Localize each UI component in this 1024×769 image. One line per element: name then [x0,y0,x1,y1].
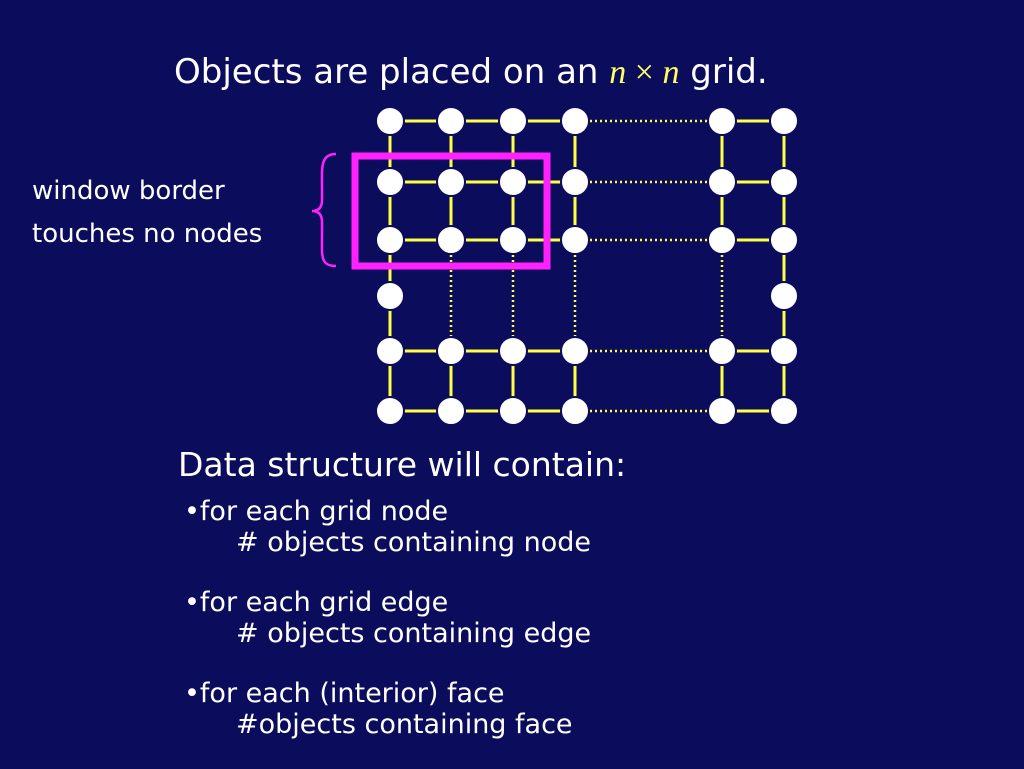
list-item-detail: #objects containing face [236,709,573,740]
grid-node [436,106,466,136]
grid-node [769,281,799,311]
list-item-detail: # objects containing edge [236,618,592,649]
grid-node [560,167,590,197]
title-prefix: Objects are placed on an [174,52,599,92]
grid-node [375,281,405,311]
grid-node [375,106,405,136]
math-n-2: n [662,54,680,91]
grid-node [707,225,737,255]
math-times: × [634,54,654,91]
grid-nodes [375,106,799,426]
slide-title: Objects are placed on an n × n grid. [174,52,768,94]
query-window [351,152,551,270]
grid-node [769,106,799,136]
list-item: •for each (interior) face #objects conta… [184,678,591,740]
grid-node [498,106,528,136]
grid-node [498,336,528,366]
grid-node [769,225,799,255]
title-math: n × n [609,54,679,91]
grid-node [707,336,737,366]
list-item-label: •for each grid node [184,496,449,527]
math-n-1: n [609,54,627,91]
grid-node [560,106,590,136]
grid-node [436,225,466,255]
list-item: •for each grid node # objects containing… [184,496,591,558]
grid-node [375,167,405,197]
grid-node [707,396,737,426]
grid-node [707,106,737,136]
grid-node [436,396,466,426]
grid-node [498,167,528,197]
data-structure-list: •for each grid node # objects containing… [184,496,591,769]
grid-node [375,396,405,426]
annotation-line-2: touches no nodes [32,219,263,249]
grid-node [375,336,405,366]
grid-node [560,336,590,366]
grid-node [560,225,590,255]
list-item-detail: # objects containing node [236,527,591,558]
grid-node [769,336,799,366]
annotation-line-1: window border [32,176,225,206]
grid-node [560,396,590,426]
grid-node [436,167,466,197]
data-structure-heading: Data structure will contain: [178,445,627,484]
grid-node [769,396,799,426]
grid-node [375,225,405,255]
grid-node [498,225,528,255]
annotation-brace [311,152,337,268]
list-item-label: •for each grid edge [184,587,449,618]
grid-node [498,396,528,426]
list-item-label: •for each (interior) face [184,678,505,709]
grid-node [707,167,737,197]
window-annotation: window border touches no nodes [32,170,262,256]
grid-node [769,167,799,197]
title-suffix: grid. [690,52,768,92]
grid-node [436,336,466,366]
list-item: •for each grid edge # objects containing… [184,587,591,649]
